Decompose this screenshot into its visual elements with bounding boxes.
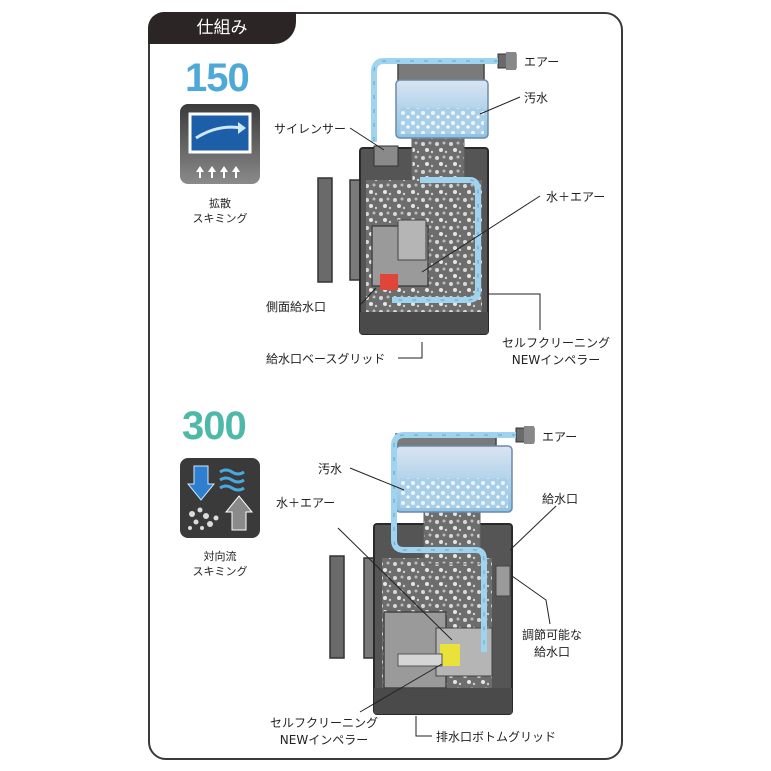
- method-caption-300-line1: 対向流: [203, 550, 237, 563]
- method-caption-300: 対向流 スキミング: [170, 549, 270, 579]
- label-150-base-grid: 給水口ベースグリッド: [266, 352, 386, 366]
- label-150-water-air: 水＋エアー: [546, 190, 606, 204]
- label-150-side-inlet: 側面給水口: [266, 300, 327, 314]
- skimmer-150: [317, 52, 541, 359]
- label-300-impeller: セルフクリーニング NEWインペラー: [270, 714, 378, 748]
- label-150-air: エアー: [524, 55, 560, 69]
- label-300-inlet: 給水口: [542, 492, 579, 506]
- label-300-adjustable-line2: 給水口: [534, 645, 571, 659]
- label-300-impeller-line1: セルフクリーニング: [270, 716, 379, 730]
- label-300-air: エアー: [542, 430, 578, 444]
- label-300-adjustable-line1: 調節可能な: [522, 628, 583, 642]
- label-300-impeller-line2: NEWインペラー: [279, 733, 369, 747]
- model-number-150: 150: [185, 56, 250, 100]
- method-caption-150: 拡散 スキミング: [170, 196, 270, 226]
- label-150-impeller-line2: NEWインペラー: [511, 353, 601, 367]
- method-caption-150-line2: スキミング: [192, 212, 248, 225]
- method-caption-300-line2: スキミング: [192, 565, 248, 578]
- label-300-water-air: 水＋エアー: [276, 496, 336, 510]
- label-300-adjustable-inlet: 調節可能な 給水口: [522, 626, 582, 660]
- section-title-tab: 仕組み: [148, 12, 296, 44]
- skimmer-300: [329, 426, 557, 737]
- diffusion-skimming-icon: [180, 104, 260, 184]
- label-150-silencer: サイレンサー: [274, 122, 347, 136]
- label-300-bottom-grid: 排水口ボトムグリッド: [436, 730, 557, 744]
- label-300-dirty-water: 汚水: [318, 462, 343, 476]
- counter-current-skimming-icon: [180, 458, 260, 538]
- model-number-300: 300: [182, 404, 247, 448]
- label-150-impeller-line1: セルフクリーニング: [502, 336, 611, 350]
- label-150-dirty-water: 汚水: [524, 91, 549, 105]
- method-caption-150-line1: 拡散: [209, 197, 231, 210]
- label-150-impeller: セルフクリーニング NEWインペラー: [502, 334, 610, 368]
